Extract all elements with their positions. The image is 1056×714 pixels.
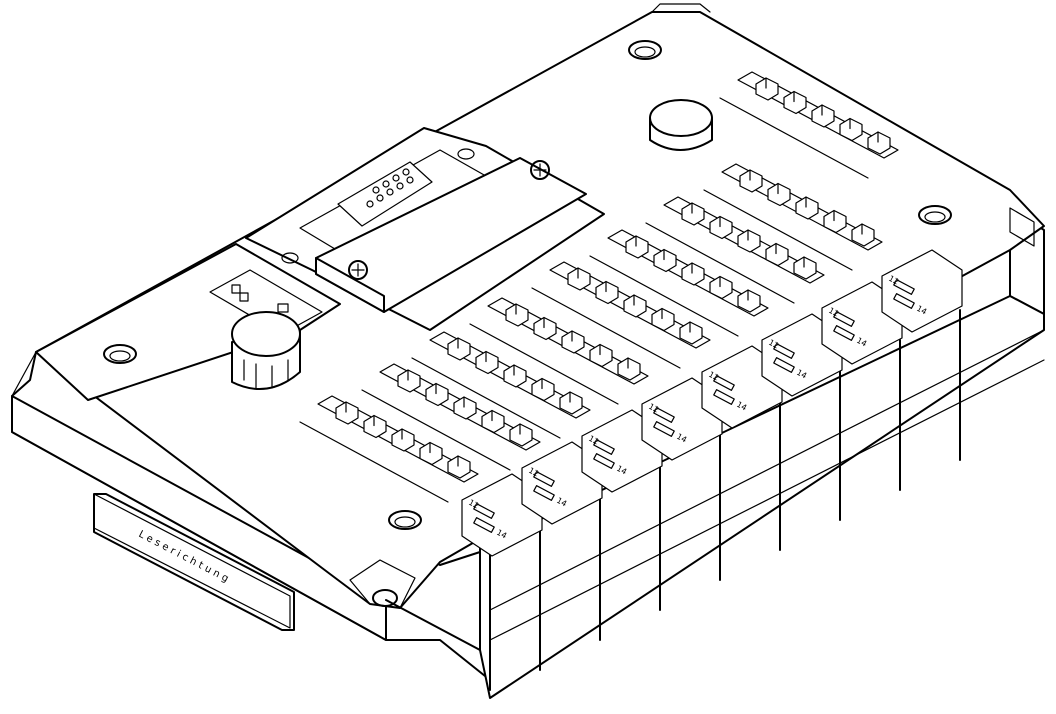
port-14-label: 14 [615,464,628,477]
port-14-label: 14 [735,400,748,413]
port-12-label: 12 [467,498,480,511]
port-14-label: 14 [495,528,508,541]
valve-port-mark: 12 14 [881,249,963,333]
screw-icon [457,148,475,160]
contact-strip [645,196,825,304]
mounting-hole-icon [388,510,422,530]
port-12-label: 12 [587,434,600,447]
mounting-holes [103,40,1035,609]
port-12-label: 12 [887,274,900,287]
port-14-label: 14 [855,336,868,349]
contact-strips [299,71,899,503]
contact-strip [411,331,591,439]
contact-strip [719,71,899,179]
mounting-hole-icon [349,559,416,609]
sub-d-connector [245,127,605,331]
port-12-label: 12 [827,306,840,319]
pressure-cap[interactable] [649,99,713,151]
contact-strip [469,297,649,405]
mounting-hole-icon [628,40,662,60]
port-14-label: 14 [795,368,808,381]
contact-strip [589,229,769,337]
port-14-label: 14 [915,304,928,317]
module-stack-sides [385,309,1045,691]
contact-strip [531,261,711,369]
port-12-label: 12 [527,466,540,479]
cover-screw-icon [348,260,368,280]
rotary-knob[interactable] [231,311,301,390]
contact-strip [703,163,883,271]
cover-screw-icon [530,160,550,180]
connector-socket-icon [337,161,433,227]
contact-strip [299,395,479,503]
mounting-hole-icon [1009,207,1035,247]
port-12-label: 12 [707,370,720,383]
port-14-label: 14 [555,496,568,509]
contact-strip [361,363,541,471]
valve-port-marks: 12 14 12 14 12 14 12 14 12 14 12 14 12 14 12 14 [461,249,963,557]
mounting-hole-icon [103,344,137,364]
port-12-label: 12 [767,338,780,351]
screw-icon [281,252,299,264]
port-12-label: 12 [647,402,660,415]
port-14-label: 14 [675,432,688,445]
mounting-hole-icon [918,205,952,225]
